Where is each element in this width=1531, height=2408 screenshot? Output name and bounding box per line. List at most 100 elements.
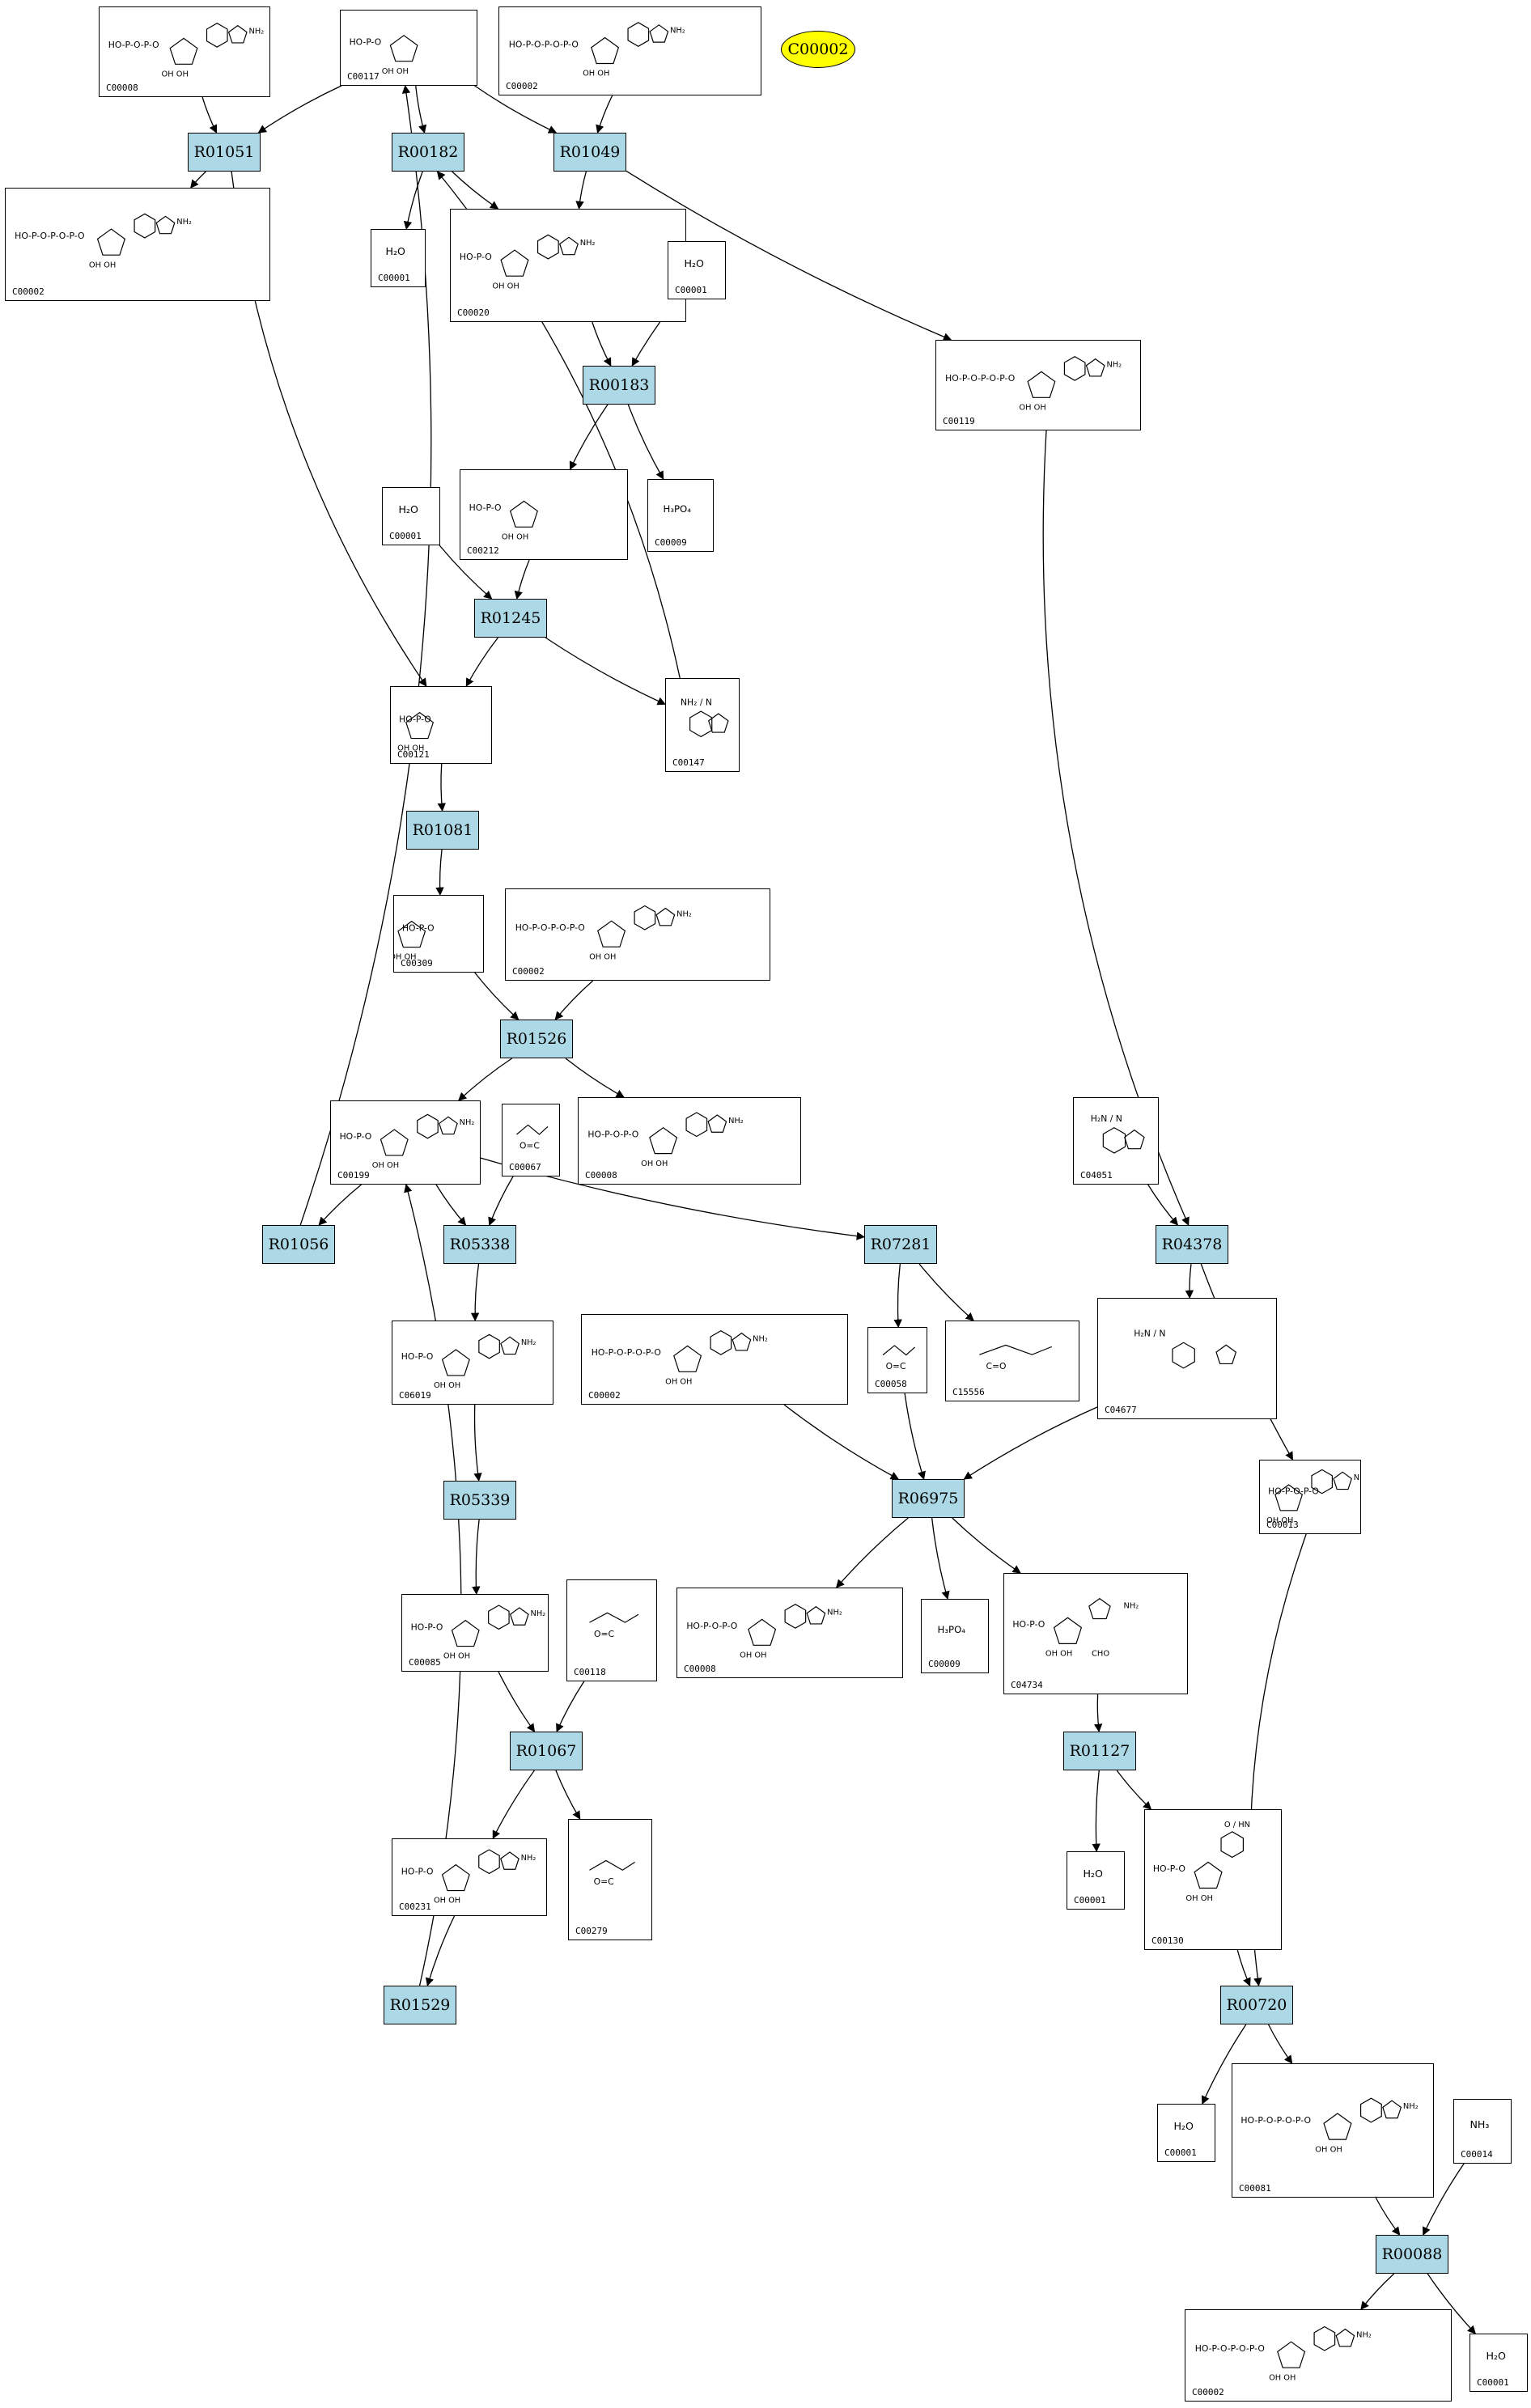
reaction-node[interactable]: R01051 — [188, 133, 261, 172]
reaction-node[interactable]: R01127 — [1063, 1732, 1136, 1770]
svg-text:OH OH: OH OH — [589, 952, 616, 961]
reaction-node[interactable]: R07281 — [864, 1225, 937, 1264]
reaction-node[interactable]: R01081 — [406, 811, 479, 850]
edge-arrow — [465, 637, 498, 687]
reaction-node[interactable]: R05338 — [443, 1225, 516, 1264]
reaction-node[interactable]: R06975 — [892, 1479, 965, 1518]
highlight-compound-node[interactable]: C00002 — [781, 31, 855, 68]
compound-node[interactable]: HO-P-O-P-OOH OHNH₂C00013 — [1259, 1460, 1361, 1534]
edge-arrow — [1360, 2273, 1395, 2310]
compound-label: C04677 — [1105, 1405, 1137, 1415]
compound-label: C00212 — [467, 545, 499, 556]
edge-arrow — [592, 321, 612, 367]
structure-icon: NH₃ — [1470, 2118, 1489, 2130]
edge-arrow — [627, 404, 664, 480]
svg-text:O / HN: O / HN — [1224, 1821, 1250, 1829]
reaction-node[interactable]: R01526 — [500, 1020, 573, 1058]
svg-text:OH OH: OH OH — [434, 1381, 460, 1390]
svg-text:NH₂: NH₂ — [1356, 2330, 1372, 2339]
svg-text:HO-P-O: HO-P-O — [1012, 1619, 1045, 1630]
compound-label: C00009 — [928, 1659, 961, 1669]
reaction-node[interactable]: R00088 — [1376, 2235, 1448, 2274]
reaction-node[interactable]: R01049 — [553, 133, 626, 172]
compound-label: C00002 — [588, 1390, 621, 1401]
svg-text:H₃PO₄: H₃PO₄ — [664, 503, 692, 515]
compound-label: C00009 — [655, 537, 687, 548]
svg-text:HO-P-O: HO-P-O — [402, 922, 435, 933]
reaction-node[interactable]: R00720 — [1220, 1986, 1293, 2024]
structure-icon: H₃PO₄ — [938, 1624, 966, 1635]
reaction-node[interactable]: R04378 — [1156, 1225, 1228, 1264]
compound-label: C00008 — [585, 1170, 617, 1181]
svg-text:HO-P-O-P-O-P-O: HO-P-O-P-O-P-O — [15, 231, 84, 241]
svg-text:HO-P-O: HO-P-O — [401, 1351, 434, 1362]
svg-text:NH₂: NH₂ — [728, 1117, 744, 1126]
structure-icon: HO-P-OOH OH — [397, 711, 435, 753]
svg-text:NH₂: NH₂ — [531, 1609, 546, 1618]
structure-icon: NH₂ / N — [681, 697, 729, 738]
compound-node[interactable]: H₃PO₄ C00009 — [921, 1599, 989, 1673]
svg-text:OH OH: OH OH — [1019, 403, 1045, 412]
structure-icon: H₂O — [1486, 2350, 1506, 2362]
reaction-node[interactable]: R00183 — [583, 366, 655, 405]
edge-arrow — [435, 1184, 467, 1226]
svg-text:OH OH: OH OH — [443, 1652, 470, 1661]
compound-label: C00002 — [512, 966, 545, 977]
compound-node[interactable]: H₃PO₄ C00009 — [647, 479, 714, 552]
structure-icon: H₂O — [398, 503, 418, 515]
reaction-node[interactable]: R01067 — [510, 1732, 583, 1770]
compound-label: C00014 — [1461, 2149, 1493, 2160]
edge-arrow — [918, 1263, 974, 1321]
reaction-node[interactable]: R05339 — [443, 1481, 516, 1520]
reaction-node[interactable]: R01056 — [262, 1225, 335, 1264]
edge-arrow — [569, 404, 609, 470]
compound-node[interactable]: NH₃ C00014 — [1453, 2099, 1512, 2164]
reaction-node[interactable]: R00182 — [392, 133, 464, 172]
reaction-node[interactable]: R01529 — [384, 1986, 456, 2024]
edge-arrow — [931, 1517, 950, 1600]
svg-text:NH₂: NH₂ — [521, 1338, 536, 1347]
edge-arrow — [318, 1184, 362, 1226]
reaction-node[interactable]: R01245 — [474, 599, 547, 638]
edge-arrow — [425, 1915, 456, 1986]
